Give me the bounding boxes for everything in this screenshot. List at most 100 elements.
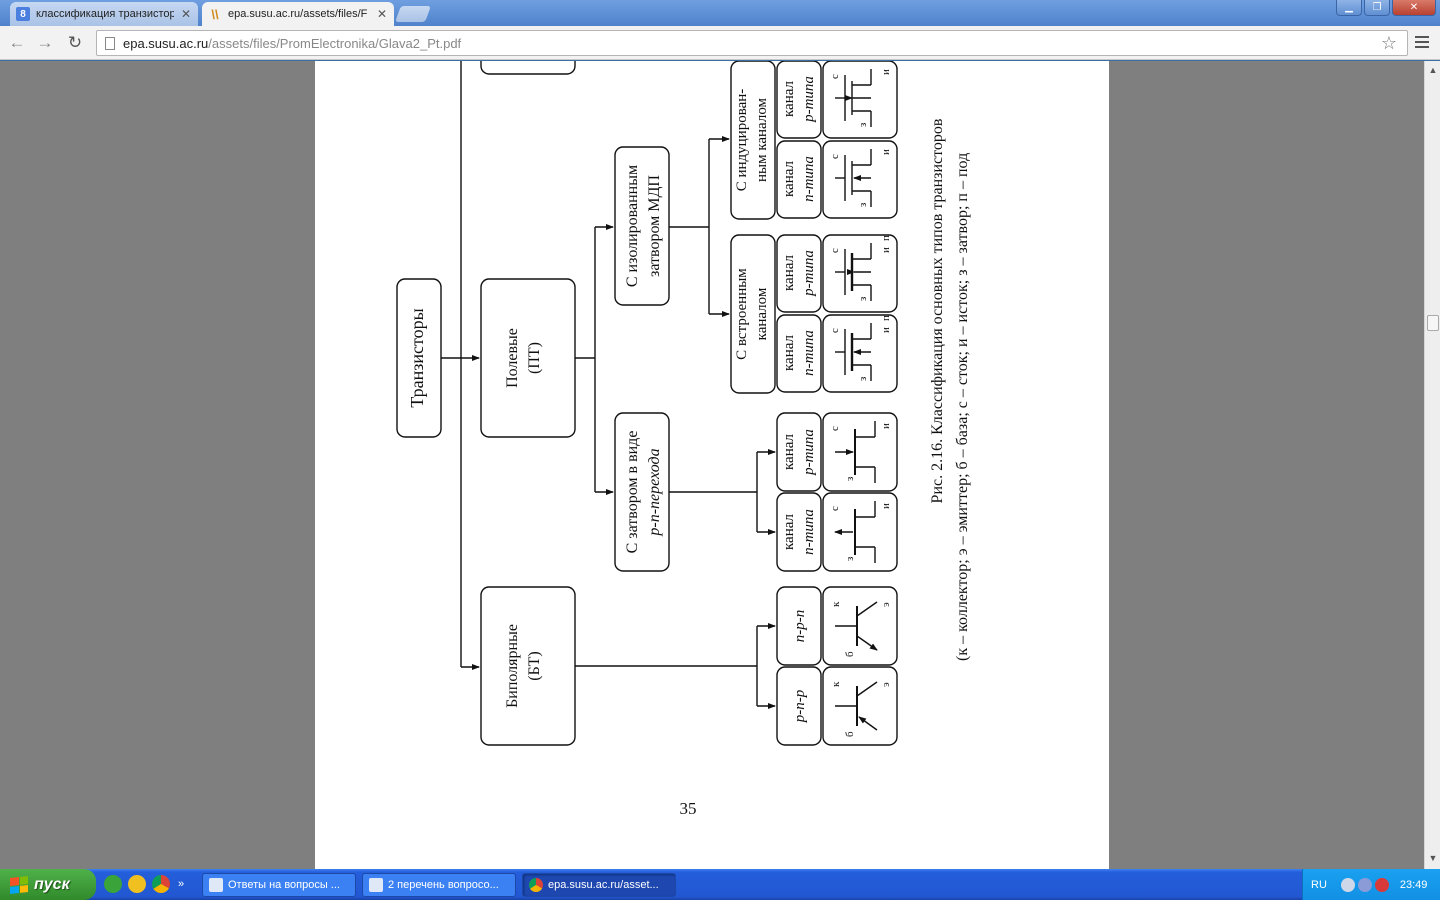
reload-icon[interactable]: ↻ [67,33,83,52]
start-button[interactable]: пуск [0,869,96,900]
browser-toolbar: ← → ↻ epa.susu.ac.ru/assets/files/PromEl… [0,26,1440,60]
insulated-label-1: С изолированным [624,165,641,287]
word-doc-icon [209,878,223,892]
built-in-label-1: С встроенным [734,268,750,360]
task-button-chrome[interactable]: epa.susu.ac.ru/asset... [522,873,676,897]
antivirus-icon[interactable] [1374,877,1389,892]
scroll-thumb[interactable] [1427,315,1439,331]
terminal-label: с [829,426,841,431]
channel-type-label: p-типа [801,429,817,476]
terminal-label: п [880,235,892,241]
close-window-icon[interactable]: ✕ [1392,0,1436,16]
built-in-channel-box [730,234,776,394]
minimize-icon[interactable]: ▁ [1336,0,1362,16]
avast-icon[interactable] [128,875,146,893]
language-indicator[interactable]: RU [1311,878,1327,891]
pdf-site-icon: \\ [211,6,219,22]
channel-label: канал [781,433,797,470]
channel-type-label: n-типа [801,509,817,555]
insulated-label-2: затвором МДП [646,175,663,277]
field-label-1: Полевые [504,328,521,388]
bjt-npn-symbol [822,586,898,666]
task-label: 2 перечень вопросо... [388,879,499,891]
scroll-down-icon[interactable]: ▼ [1428,853,1438,863]
monitor-icon[interactable] [1357,877,1372,892]
address-path: /assets/files/PromElectronika/Glava2_Pt.… [208,35,462,51]
task-button-word-1[interactable]: Ответы на вопросы ... [202,873,356,897]
browser-titlebar: 8 классификация транзистор ✕ \\ epa.susu… [0,0,1440,26]
terminal-label: и [880,503,892,509]
channel-type-label: n-типа [801,156,817,202]
tab-search[interactable]: 8 классификация транзистор ✕ [10,2,198,26]
terminal-label: з [857,203,869,207]
terminal-label: с [829,154,841,159]
task-button-word-2[interactable]: 2 перечень вопросо... [362,873,516,897]
address-host: epa.susu.ac.ru [123,35,209,51]
terminal-label: з [844,557,856,561]
word-doc-icon [369,878,383,892]
channel-label: канал [781,80,797,117]
utorrent-icon[interactable] [104,875,122,893]
task-label: epa.susu.ac.ru/asset... [548,879,659,891]
terminal-label: э [880,602,892,607]
jfet-n-symbol [822,492,898,572]
google-icon: 8 [16,7,30,21]
induced-label-1: С индуцирован- [734,89,750,192]
windows-taskbar: пуск » Ответы на вопросы ... 2 перечень … [0,869,1440,900]
terminal-label: и [880,247,892,253]
pdf-viewer: Транзисторы Полевые (ПТ) Биполярные (БТ)… [0,61,1424,869]
bjt-pnp-symbol [822,666,898,746]
junction-label-2: p-n-перехода [646,448,663,536]
chrome-icon[interactable] [152,875,170,893]
vertical-scrollbar[interactable]: ▲ ▼ [1424,61,1440,869]
figure-caption: Рис. 2.16. Классификация основных типов … [929,118,946,503]
network-icon[interactable] [1340,877,1355,892]
close-tab-icon[interactable]: ✕ [376,7,388,21]
pnp-label: p-n-p [792,689,808,723]
root-label: Транзисторы [407,308,427,407]
transistor-classification-diagram: Транзисторы Полевые (ПТ) Биполярные (БТ)… [396,61,971,746]
terminal-label: б [844,651,856,657]
terminal-label: с [829,506,841,511]
channel-type-label: p-типа [801,250,817,297]
junction-n-channel-box: канал n-типа [776,492,822,572]
induced-p-channel-box: канал p-типа [776,61,822,139]
scroll-up-icon[interactable]: ▲ [1428,65,1438,75]
induced-n-channel-box: канал n-типа [776,140,822,219]
address-bar[interactable]: epa.susu.ac.ru/assets/files/PromElectron… [96,30,1408,56]
chrome-menu-icon[interactable] [1414,34,1430,50]
mosfet-built-in-p-symbol [822,234,898,313]
restore-icon[interactable]: ❐ [1364,0,1390,16]
pnp-box: p-n-p [776,666,822,746]
bookmark-star-icon[interactable]: ☆ [1380,33,1397,53]
back-arrow-icon[interactable]: ← [8,33,26,52]
terminal-label: з [857,123,869,127]
start-label: пуск [34,875,70,893]
forward-arrow-icon[interactable]: → [36,33,54,52]
terminal-label: п [880,315,892,321]
tab-pdf[interactable]: \\ epa.susu.ac.ru/assets/files/F ✕ [202,2,394,26]
terminal-label: з [844,477,856,481]
built-in-label-2: каналом [754,287,770,340]
chrome-icon [529,878,543,892]
insulated-gate-box [614,146,670,306]
terminal-label: и [880,423,892,429]
field-label-2: (ПТ) [526,342,543,374]
tab-title: классификация транзистор [36,8,174,20]
terminal-label: с [829,248,841,253]
chevron-right-icon[interactable]: » [178,878,185,890]
channel-label: канал [781,254,797,291]
built-in-n-channel-box: канал n-типа [776,314,822,393]
system-tray: RU 23:49 [1302,869,1440,900]
npn-label: n-p-n [792,610,808,643]
terminal-label: к [830,681,842,687]
close-tab-icon[interactable]: ✕ [180,7,192,21]
bipolar-label-1: Биполярные [504,624,521,708]
terminal-label: с [829,74,841,79]
channel-type-label: p-типа [801,76,817,123]
terminal-label: и [880,327,892,333]
new-tab-button[interactable] [395,6,431,22]
figure-caption-legend: (к – коллектор; э – эмиттер; б – база; с… [954,153,971,661]
junction-p-channel-box: канал p-типа [776,412,822,492]
mosfet-induced-p-symbol [822,61,898,139]
